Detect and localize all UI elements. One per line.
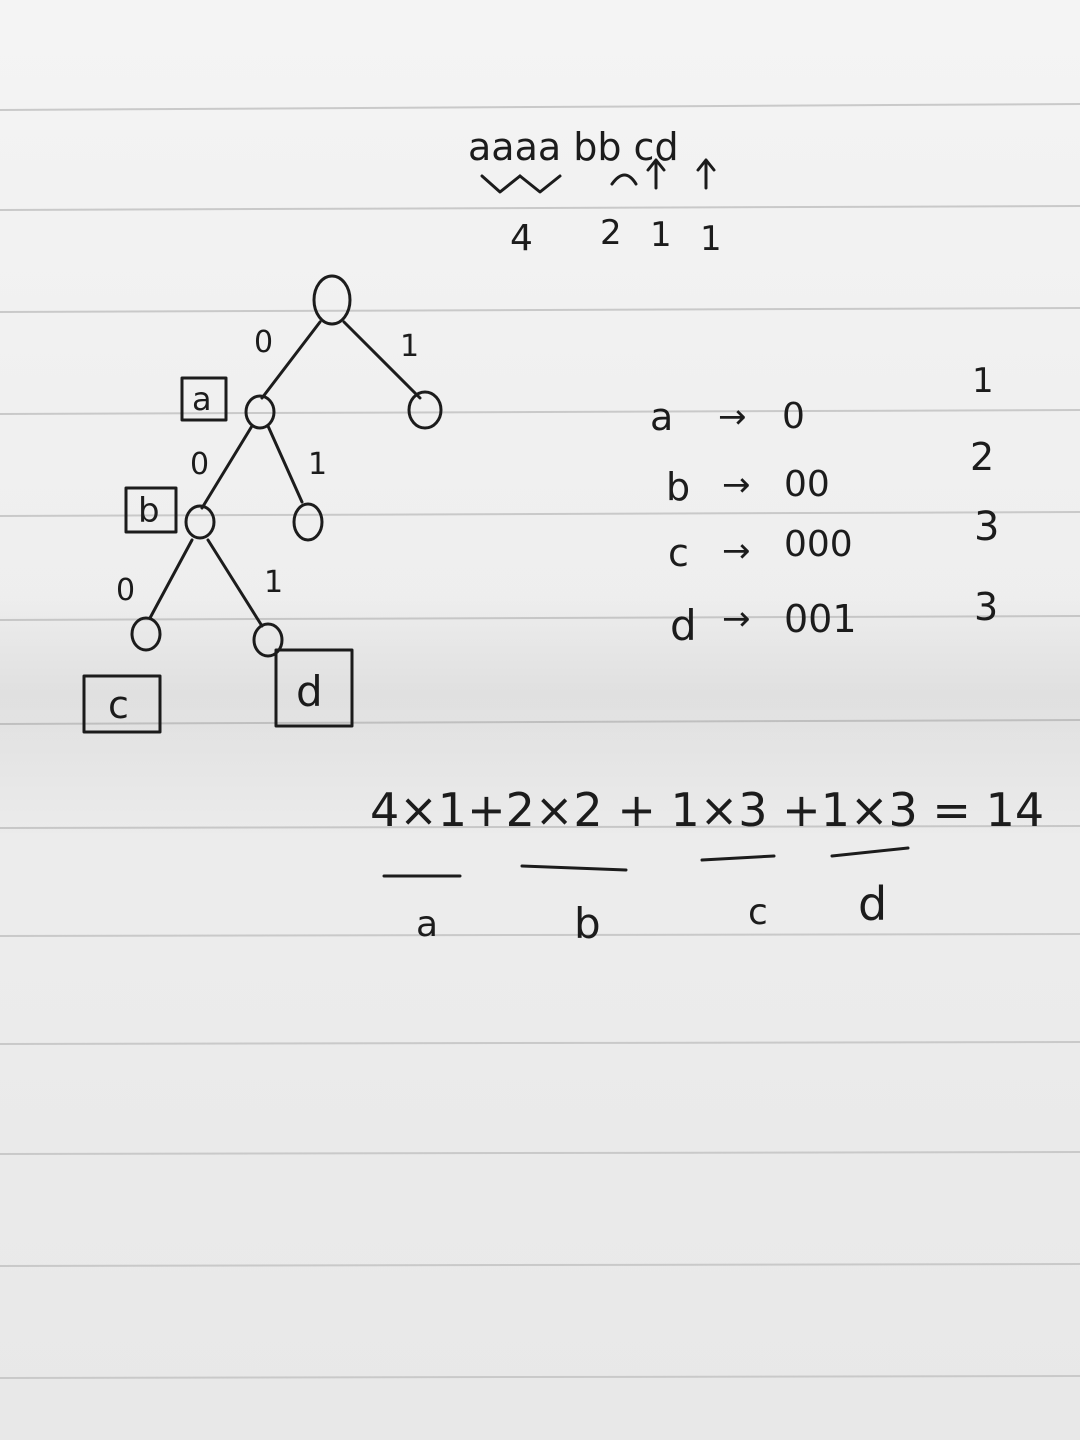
leaf-box-d: d — [274, 648, 354, 728]
equation-expression: 4×1+2×2 + 1×3 +1×3 = 14 — [370, 783, 1044, 837]
svg-text:c: c — [108, 683, 129, 727]
svg-text:d: d — [296, 667, 323, 716]
equation-underlines — [382, 846, 910, 878]
node-a — [244, 394, 276, 430]
tree-nodes — [130, 274, 443, 658]
code-value: 000 — [784, 524, 853, 565]
tree-edges — [148, 320, 422, 628]
code-length: 3 — [974, 504, 999, 550]
code-arrow: → — [722, 465, 751, 505]
code-arrow: → — [718, 397, 747, 437]
node-c — [130, 616, 162, 652]
code-symbol: b — [666, 465, 690, 509]
code-row-d: d → 001 3 — [670, 585, 998, 650]
code-row-a: a → 0 1 — [650, 361, 994, 439]
code-length: 3 — [974, 585, 998, 629]
code-length: 2 — [970, 435, 994, 479]
count-a: 4 — [510, 218, 533, 259]
code-value: 00 — [784, 464, 830, 505]
node-d — [252, 622, 284, 658]
edge-label-1-mid: 1 — [308, 447, 327, 482]
header-braces — [480, 158, 716, 194]
leaf-box-c: c — [82, 674, 162, 734]
code-value: 001 — [784, 597, 857, 641]
code-symbol: c — [668, 531, 689, 575]
under-label-d: d — [858, 877, 887, 931]
code-table: a → 0 1 b → 00 2 c → 000 3 d → 001 3 — [650, 361, 999, 650]
code-length: 1 — [972, 361, 994, 401]
root-node — [312, 274, 352, 326]
node-right-2 — [292, 502, 324, 542]
code-symbol: d — [670, 601, 697, 650]
edge-label-0-low: 0 — [116, 573, 135, 608]
code-arrow: → — [722, 531, 751, 571]
code-value: 0 — [782, 396, 805, 437]
node-b — [184, 504, 216, 540]
svg-text:b: b — [138, 491, 160, 531]
under-label-c: c — [748, 892, 768, 933]
under-label-b: b — [574, 899, 601, 948]
code-row-c: c → 000 3 — [668, 504, 999, 575]
code-symbol: a — [650, 395, 673, 439]
under-label-a: a — [416, 904, 438, 945]
code-row-b: b → 00 2 — [666, 435, 994, 509]
edge-label-1-top: 1 — [400, 329, 419, 364]
edge-label-0-mid: 0 — [190, 447, 209, 482]
edge-label-0-top: 0 — [254, 325, 273, 360]
header-string: aaaa bb cd — [468, 125, 679, 169]
code-arrow: → — [722, 599, 751, 639]
node-right-1 — [407, 390, 443, 430]
count-c: 1 — [650, 215, 672, 255]
leaf-box-b: b — [124, 486, 178, 534]
count-d: 1 — [700, 219, 722, 259]
edge-label-1-low: 1 — [264, 565, 283, 600]
count-b: 2 — [600, 213, 622, 253]
svg-text:a: a — [192, 380, 212, 418]
leaf-box-a: a — [180, 376, 228, 422]
ruled-lines — [0, 103, 1080, 1379]
